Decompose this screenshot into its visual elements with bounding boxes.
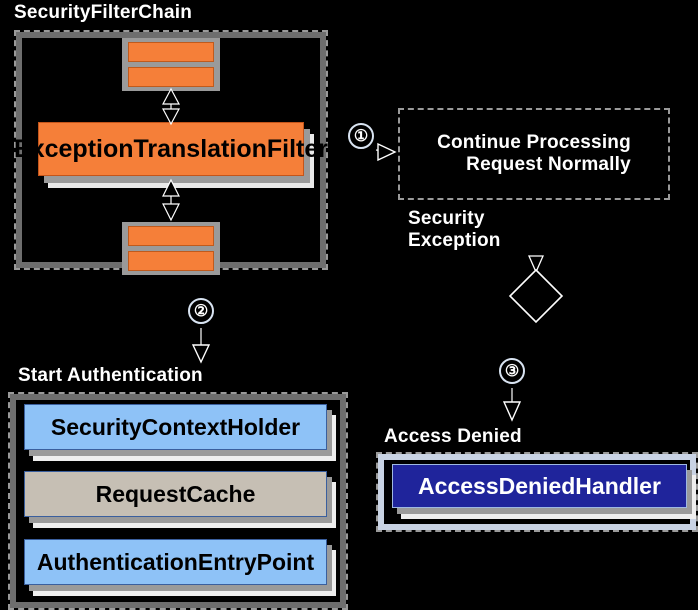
node-continue-processing[interactable]: Continue Processing Request Normally: [398, 108, 670, 200]
arrow-security-exception-to-decision: [528, 255, 544, 274]
filter-bar-lower-1: [128, 226, 214, 246]
access-denied-title: Access Denied: [384, 426, 522, 447]
node-request-cache[interactable]: RequestCache: [24, 471, 327, 517]
security-filter-chain-title: SecurityFilterChain: [14, 2, 193, 23]
node-exception-translation-filter[interactable]: ExceptionTranslationFilter: [14, 122, 328, 176]
continue-processing-line-1: Continue Processing: [437, 132, 631, 153]
filter-bar-upper-1: [128, 42, 214, 62]
filter-bar-upper-2: [128, 67, 214, 87]
step-marker-2: ②: [188, 298, 214, 324]
security-exception-line-2: Exception: [408, 230, 501, 251]
access-denied-frame: [376, 452, 698, 532]
filter-stack-lower-inner: [122, 222, 220, 275]
node-access-denied-handler[interactable]: AccessDeniedHandler: [392, 464, 687, 508]
arrow-step2-to-start-authentication: [191, 328, 211, 364]
arrow-step3-to-access-denied: [502, 388, 522, 422]
node-authentication-entry-point[interactable]: AuthenticationEntryPoint: [24, 539, 327, 585]
security-exception-line-1: Security: [408, 208, 485, 229]
security-exception-label: Security Exception: [408, 208, 501, 252]
continue-processing-line-2: Request Normally: [466, 154, 631, 175]
step-marker-1: ①: [348, 123, 374, 149]
start-authentication-frame: [8, 392, 348, 610]
arrow-step1-to-continue: [375, 142, 397, 162]
step-marker-3: ③: [499, 358, 525, 384]
filter-bar-lower-2: [128, 251, 214, 271]
decision-diamond: [508, 268, 564, 324]
node-security-context-holder[interactable]: SecurityContextHolder: [24, 404, 327, 450]
filter-stack-upper: [122, 38, 220, 91]
start-authentication-title: Start Authentication: [18, 365, 203, 386]
